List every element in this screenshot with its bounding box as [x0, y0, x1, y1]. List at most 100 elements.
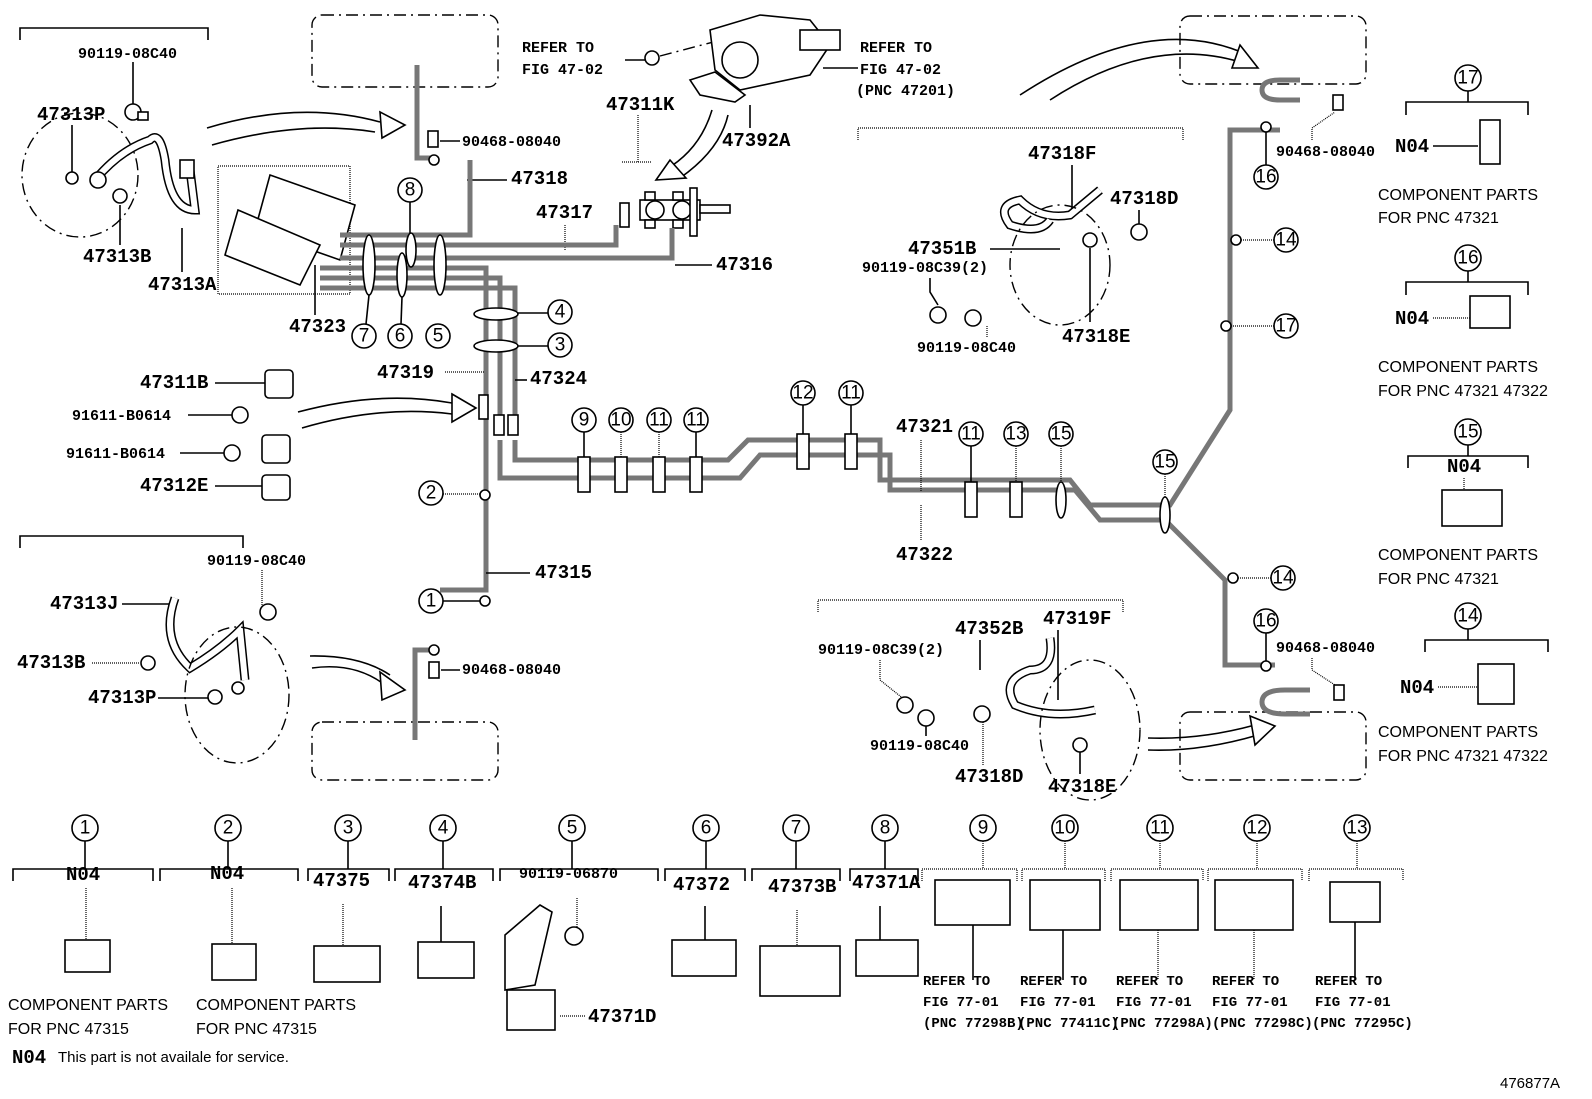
refer-text: REFER TO: [1212, 974, 1279, 990]
label-47319[interactable]: 47319: [377, 362, 434, 384]
bottom-component-6: 6 47372: [664, 814, 746, 977]
label-47318D[interactable]: 47318D: [955, 766, 1023, 788]
code-47371D: 47371D: [588, 1006, 656, 1028]
arrow-head-icon: [1248, 714, 1277, 747]
label-47323[interactable]: 47323: [289, 316, 346, 338]
vehicle-outline-box: [311, 14, 499, 88]
callout-5: 5: [425, 323, 451, 349]
svg-text:COMPONENT PARTS: COMPONENT PARTS: [196, 997, 356, 1014]
callout-11: 11: [958, 421, 984, 447]
label-47318D[interactable]: 47318D: [1110, 188, 1178, 210]
label-clip-top-right[interactable]: 90468-08040: [1276, 144, 1375, 161]
label-47313B[interactable]: 47313B: [83, 246, 151, 268]
label-47317[interactable]: 47317: [536, 202, 593, 224]
refer-right-1[interactable]: REFER TO: [860, 40, 932, 57]
refer-right-2[interactable]: FIG 47-02: [860, 62, 941, 79]
label-47311K[interactable]: 47311K: [606, 94, 675, 116]
label-47318F[interactable]: 47318F: [1028, 143, 1096, 165]
svg-text:17: 17: [1275, 316, 1296, 337]
label-91611-B0614-b[interactable]: 91611-B0614: [66, 446, 165, 463]
label-47392A[interactable]: 47392A: [722, 130, 791, 152]
refer-text: (PNC 77411C): [1018, 1016, 1119, 1032]
refer-left-1[interactable]: REFER TO: [522, 40, 594, 57]
refer-text: (PNC 77298C): [1212, 1016, 1313, 1032]
label-47322[interactable]: 47322: [896, 544, 953, 566]
bracket-icon: [504, 904, 553, 991]
nut-icon: [1072, 737, 1088, 753]
refer-left-2[interactable]: FIG 47-02: [522, 62, 603, 79]
clamp-icon: [671, 939, 737, 977]
callout-8: 8: [397, 177, 423, 203]
clip-icon: [1441, 489, 1503, 527]
svg-text:FOR PNC 47321: FOR PNC 47321: [1378, 571, 1499, 588]
svg-text:2: 2: [223, 818, 234, 839]
label-47319F[interactable]: 47319F: [1043, 608, 1111, 630]
label-47312E[interactable]: 47312E: [140, 475, 208, 497]
svg-text:11: 11: [961, 424, 981, 445]
label-90119-08C40[interactable]: 90119-08C40: [917, 340, 1016, 357]
svg-text:FOR PNC 47321 47322: FOR PNC 47321 47322: [1378, 748, 1548, 765]
label-47315[interactable]: 47315: [535, 562, 592, 584]
label-47318E[interactable]: 47318E: [1048, 776, 1116, 798]
svg-text:4: 4: [555, 302, 566, 323]
svg-text:COMPONENT PARTS: COMPONENT PARTS: [1378, 547, 1538, 564]
label-bolt[interactable]: 90119-08C40: [78, 46, 177, 63]
refer-text: FIG 77-01: [1116, 995, 1192, 1011]
label-91611-B0614-a[interactable]: 91611-B0614: [72, 408, 171, 425]
label-90119-08C40[interactable]: 90119-08C40: [870, 738, 969, 755]
svg-text:1: 1: [80, 818, 91, 839]
svg-text:11: 11: [686, 410, 706, 431]
label-47313J[interactable]: 47313J: [50, 593, 118, 615]
code-90119-06870: 90119-06870: [519, 866, 618, 883]
bolt-icon: [929, 306, 947, 324]
bolt-icon: [1130, 223, 1148, 241]
label-47313B[interactable]: 47313B: [17, 652, 85, 674]
label-47321[interactable]: 47321: [896, 416, 953, 438]
label-clip-top-left[interactable]: 90468-08040: [462, 134, 561, 151]
svg-text:COMPONENT PARTS: COMPONENT PARTS: [1378, 724, 1538, 741]
svg-text:14: 14: [1275, 230, 1297, 251]
label-47351B[interactable]: 47351B: [908, 238, 976, 260]
label-90119-08C39[interactable]: 90119-08C39(2): [862, 260, 988, 277]
svg-text:1: 1: [426, 591, 437, 612]
line-clamps: [577, 433, 1171, 534]
code-N04: N04: [1447, 456, 1481, 478]
label-47318E[interactable]: 47318E: [1062, 326, 1130, 348]
nut-icon: [973, 705, 991, 723]
clip-icon: [1333, 684, 1345, 701]
label-47313P[interactable]: 47313P: [88, 687, 156, 709]
label-47352B[interactable]: 47352B: [955, 618, 1023, 640]
label-clip-bottom-left[interactable]: 90468-08040: [462, 662, 561, 679]
label-bolt[interactable]: 90119-08C40: [207, 553, 306, 570]
code-N04: N04: [1395, 136, 1429, 158]
svg-text:FOR PNC 47321 47322: FOR PNC 47321 47322: [1378, 383, 1548, 400]
svg-text:6: 6: [701, 818, 712, 839]
master-cylinder-group: REFER TO FIG 47-02 REFER TO FIG 47-02 (P…: [522, 14, 955, 237]
label-47311B[interactable]: 47311B: [140, 372, 208, 394]
code-N04: N04: [66, 864, 100, 886]
label-47318[interactable]: 47318: [511, 168, 568, 190]
bolt-icon: [231, 406, 249, 424]
svg-text:11: 11: [649, 410, 669, 431]
label-47316[interactable]: 47316: [716, 254, 773, 276]
clip-icon: [1469, 295, 1511, 329]
label-90119-08C39[interactable]: 90119-08C39(2): [818, 642, 944, 659]
group-bracket: [857, 127, 1184, 140]
svg-text:17: 17: [1457, 68, 1478, 89]
clip-icon: [1477, 663, 1515, 705]
refer-text: REFER TO: [1020, 974, 1087, 990]
clip-icon: [427, 130, 439, 148]
label-clip-bottom-right[interactable]: 90468-08040: [1276, 640, 1375, 657]
refer-right-3[interactable]: (PNC 47201): [856, 83, 955, 100]
bottom-component-13: 13 REFER TO FIG 77-01 (PNC 77295C): [1308, 814, 1413, 1032]
u-bend-icon: [1259, 687, 1310, 717]
label-47313P[interactable]: 47313P: [37, 104, 105, 126]
label-47324[interactable]: 47324: [530, 368, 587, 390]
label-47313A[interactable]: 47313A: [148, 274, 217, 296]
arrow-head-icon: [379, 670, 407, 702]
clip-icon: [64, 939, 111, 973]
refer-text: REFER TO: [1315, 974, 1382, 990]
svg-text:9: 9: [579, 410, 590, 431]
svg-text:15: 15: [1050, 424, 1071, 445]
